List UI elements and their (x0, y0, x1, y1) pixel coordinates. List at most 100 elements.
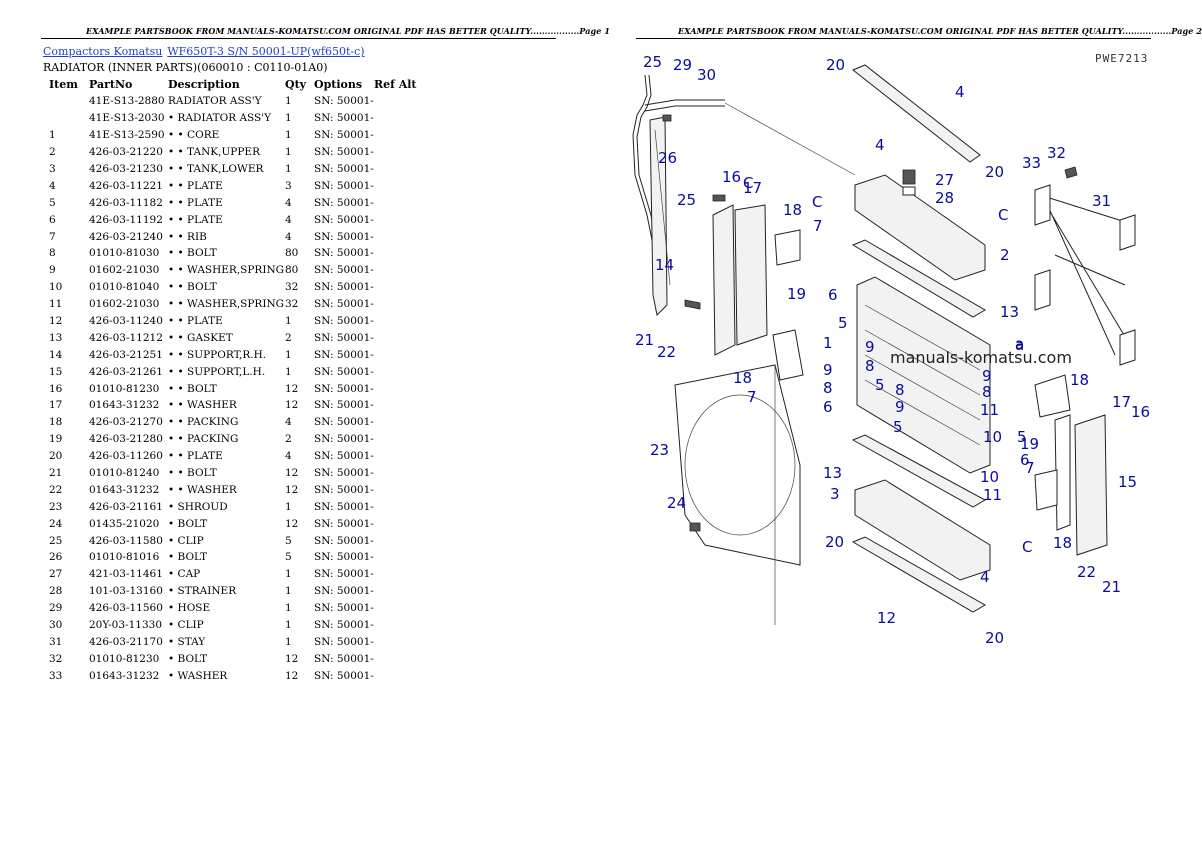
options-cell: SN: 50001- (314, 163, 374, 175)
partno-cell: 41E-S13-2590 (89, 129, 165, 142)
partno-cell: 426-03-11260 (89, 450, 163, 463)
qty-cell: 1 (285, 146, 292, 159)
qty-cell: 1 (285, 95, 292, 108)
options-cell: SN: 50001- (314, 382, 374, 395)
partno-cell: 01643-31232 (89, 399, 160, 412)
description-cell: • • PACKING (168, 433, 239, 446)
ref-alt-cell (374, 481, 423, 498)
item-cell: 15 (49, 365, 63, 378)
options-cell: SN: 50001- (314, 500, 374, 513)
callout-label: 6 (823, 398, 833, 416)
breadcrumb: Compactors Komatsu WF650T-3 S/N 50001-UP(… (43, 45, 365, 58)
item-cell: 9 (49, 264, 56, 277)
ref-alt-cell (374, 346, 423, 363)
callout-label: 10 (980, 468, 999, 486)
item-cell: 7 (49, 230, 56, 243)
ref-alt-cell (374, 211, 423, 228)
core-shape (856, 276, 991, 474)
options-cell: SN: 50001- (314, 230, 374, 243)
item-cell: 6 (49, 213, 56, 226)
ref-alt-cell (374, 144, 423, 161)
callout-label: 18 (1070, 371, 1089, 389)
callout-label: 18 (783, 201, 802, 219)
callout-label: 29 (673, 56, 692, 74)
options-cell: SN: 50001- (314, 331, 374, 344)
options-cell: SN: 50001- (314, 669, 374, 682)
options-cell: SN: 50001- (314, 348, 374, 361)
description-cell: • STAY (168, 635, 206, 648)
callout-label: C (743, 174, 753, 192)
description-cell: • • BOLT (168, 281, 217, 294)
item-cell: 5 (49, 196, 56, 209)
shroud-opening (684, 394, 796, 536)
breadcrumb-link-model[interactable]: WF650T-3 S/N 50001-UP(wf650t-c) (167, 45, 365, 58)
ref-alt-cell (374, 380, 423, 397)
partno-cell: 426-03-21270 (89, 416, 163, 429)
options-cell: SN: 50001- (314, 619, 374, 632)
breadcrumb-link-category[interactable]: Compactors Komatsu (43, 45, 163, 58)
callout-label: 7 (813, 217, 823, 235)
description-cell: • • SUPPORT,L.H. (168, 365, 266, 378)
callout-label: 4 (955, 83, 965, 101)
support-rh-shape (712, 204, 736, 356)
header-rule (41, 38, 556, 39)
options-cell: SN: 50001- (314, 213, 374, 226)
partno-cell: 426-03-21161 (89, 500, 163, 513)
qty-cell: 4 (285, 230, 292, 243)
ref-alt-cell (374, 296, 423, 313)
description-cell: • • BOLT (168, 467, 217, 480)
partno-cell: 426-03-21170 (89, 635, 163, 648)
options-cell: SN: 50001- (314, 315, 374, 328)
rib-shape (772, 329, 804, 381)
item-cell: 4 (49, 179, 56, 192)
description-cell: • • WASHER,SPRING (168, 264, 285, 277)
page-header: EXAMPLE PARTSBOOK FROM MANUALS-KOMATSU.C… (678, 26, 1202, 36)
callout-label: C (1022, 538, 1032, 556)
ref-alt-cell (374, 329, 423, 346)
hose-line (644, 99, 725, 106)
partno-cell: 426-03-21251 (89, 348, 163, 361)
qty-cell: 5 (285, 551, 292, 564)
clip-shape (662, 114, 672, 122)
callout-label: 26 (658, 149, 677, 167)
description-cell: • BOLT (168, 551, 208, 564)
item-cell: 13 (49, 331, 63, 344)
qty-cell: 12 (285, 399, 299, 412)
callout-label: 11 (980, 401, 999, 419)
options-cell: SN: 50001- (314, 585, 374, 598)
options-cell: SN: 50001- (314, 467, 374, 480)
callout-label: 7 (747, 388, 757, 406)
callout-label: 11 (983, 486, 1002, 504)
options-cell: SN: 50001- (314, 517, 374, 530)
ref-alt-cell (374, 600, 423, 617)
options-cell: SN: 50001- (314, 399, 374, 412)
description-cell: • STRAINER (168, 585, 237, 598)
qty-cell: 5 (285, 534, 292, 547)
callout-label: 25 (677, 191, 696, 209)
item-cell: 30 (49, 619, 63, 632)
callout-label: 9 (865, 338, 875, 356)
qty-cell: 1 (285, 129, 292, 142)
callout-label: 4 (875, 136, 885, 154)
qty-cell: 1 (285, 585, 292, 598)
table-header-row: Item PartNo Description Qty Options Ref … (43, 76, 423, 93)
partno-cell: 426-03-21280 (89, 433, 163, 446)
hose-line (644, 105, 725, 112)
ref-alt-cell (374, 566, 423, 583)
rib-shape (1034, 469, 1058, 511)
